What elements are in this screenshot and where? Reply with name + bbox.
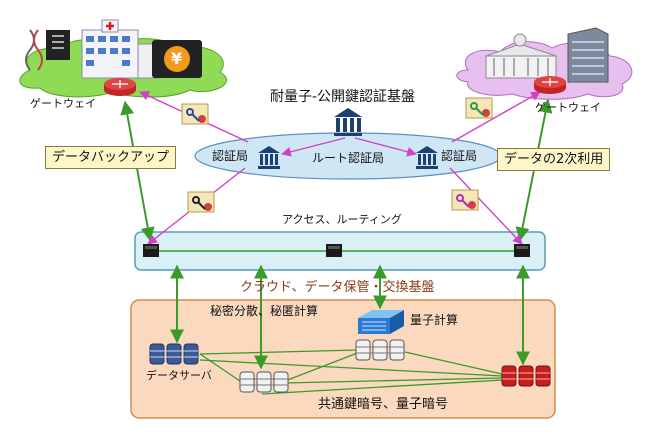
- certificate-key-icon: [451, 189, 479, 211]
- server-cluster-blue: [149, 343, 199, 365]
- gateway-left-label: ゲートウェイ: [30, 97, 96, 110]
- access-routing-label: アクセス、ルーティング: [282, 213, 402, 226]
- data-server-label: データサーバ: [146, 369, 212, 382]
- server-cluster-red: [501, 365, 551, 387]
- quantum-computing-label: 量子計算: [410, 313, 459, 327]
- router-icon: [104, 78, 136, 96]
- government-building-icon: [485, 33, 557, 79]
- server-cluster-white: [355, 339, 405, 361]
- hospital-icon: [81, 19, 161, 79]
- cloud-platform-title: クラウド、データ保管・交換基盤: [240, 280, 435, 295]
- xray-icon: [46, 30, 70, 60]
- quantum-computer-icon: [358, 310, 404, 334]
- certificate-key-icon: [181, 103, 209, 125]
- bank-icon: [258, 146, 280, 169]
- gateway-right-label: ゲートウェイ: [535, 101, 601, 114]
- server-mesh: [199, 349, 503, 395]
- cert-authority-right-label: 認証局: [441, 149, 478, 163]
- yen-symbol: ¥: [171, 49, 183, 68]
- bank-icon: [416, 146, 438, 169]
- root-authority-label: ルート認証局: [312, 151, 385, 165]
- encryption-label: 共通鍵暗号、量子暗号: [318, 397, 449, 412]
- network-switch-icon: [143, 244, 159, 257]
- secret-sharing-label: 秘密分散、秘匿計算: [210, 304, 319, 318]
- data-backup-label: データバックアップ: [45, 146, 177, 169]
- office-tower-icon: [567, 27, 609, 83]
- bank-icon: [334, 108, 362, 136]
- network-switch-icon: [514, 244, 530, 257]
- pqc-pki-title: 耐量子-公開鍵認証基盤: [270, 89, 416, 105]
- gateway-left-link: [120, 100, 155, 242]
- cert-authority-left-label: 認証局: [212, 149, 249, 163]
- tablet-yen-icon: [152, 40, 202, 78]
- network-switch-icon: [326, 244, 342, 257]
- server-cluster-white: [239, 371, 289, 393]
- router-icon: [534, 76, 566, 94]
- certificate-key-icon: [465, 97, 493, 119]
- certificate-key-icon: [187, 191, 215, 213]
- dna-icon: [25, 29, 43, 71]
- data-secondary-use-label: データの2次利用: [497, 148, 611, 171]
